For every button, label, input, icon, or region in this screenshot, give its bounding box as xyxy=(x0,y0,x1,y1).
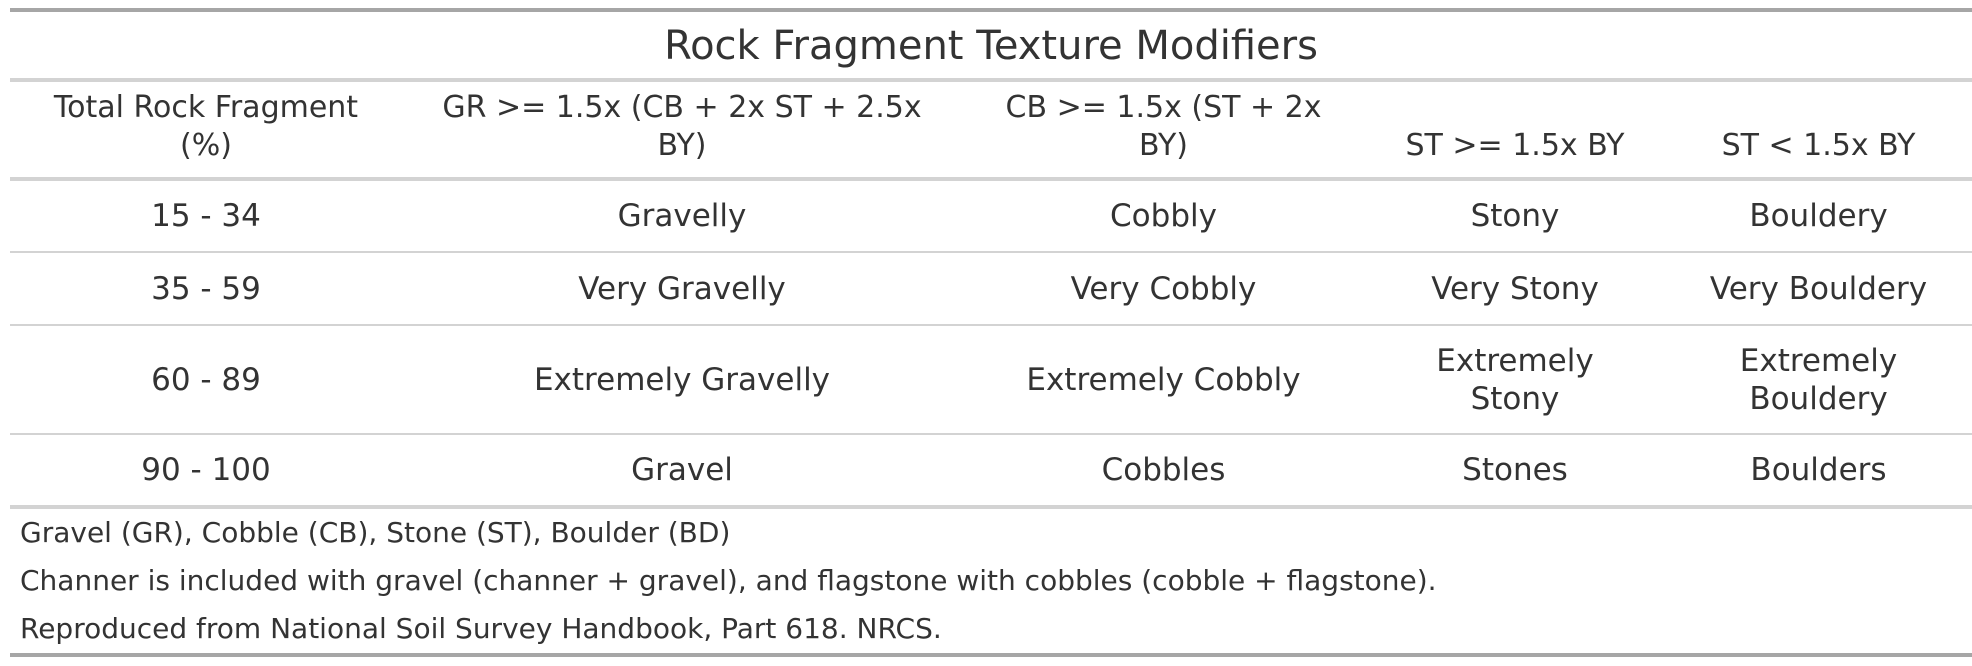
column-header-stone: ST >= 1.5x BY xyxy=(1365,82,1665,177)
column-header-line: ST < 1.5x BY xyxy=(1721,128,1916,163)
cell-cobble: Very Cobbly xyxy=(962,251,1365,325)
footnotes: Gravel (GR), Cobble (CB), Stone (ST), Bo… xyxy=(10,509,1972,653)
column-header-boulder: ST < 1.5x BY xyxy=(1665,82,1972,177)
cell-line: Extremely xyxy=(1739,342,1898,379)
cell-gravel: Gravel xyxy=(402,433,962,505)
cell-stone: Stones xyxy=(1365,433,1665,505)
cell-boulder: Extremely Bouldery xyxy=(1665,324,1972,434)
table-row: 35 - 59 Very Gravelly Very Cobbly Very S… xyxy=(10,251,1972,325)
cell-boulder: Boulders xyxy=(1665,433,1972,505)
footnote: Channer is included with gravel (channer… xyxy=(20,564,1437,597)
cell-line: Stony xyxy=(1470,380,1560,417)
column-header-gravel: GR >= 1.5x (CB + 2x ST + 2.5x BY) xyxy=(402,82,962,177)
cell-range: 35 - 59 xyxy=(10,251,402,325)
column-header-line: BY) xyxy=(657,128,707,163)
texture-modifier-table: Rock Fragment Texture Modifiers Total Ro… xyxy=(10,8,1972,657)
table-row: 90 - 100 Gravel Cobbles Stones Boulders xyxy=(10,433,1972,505)
table-title: Rock Fragment Texture Modifiers xyxy=(664,23,1318,69)
cell-boulder: Bouldery xyxy=(1749,198,1888,234)
bottom-rule xyxy=(10,653,1972,657)
cell-range: 60 - 89 xyxy=(10,324,402,434)
cell-cobble: Cobbly xyxy=(1110,198,1217,234)
cell-cobble: Extremely Cobbly xyxy=(962,324,1365,434)
data-table-body: 15 - 34 Gravelly Cobbly Stony Bouldery 3… xyxy=(10,181,1972,505)
column-header-line: Total Rock Fragment xyxy=(53,90,359,125)
column-header-total-rock-fragment: Total Rock Fragment (%) xyxy=(10,82,402,177)
cell-stone: Stony xyxy=(1470,198,1560,234)
cell-line: Bouldery xyxy=(1749,380,1888,417)
header-rule xyxy=(10,177,1972,181)
column-header-line: GR >= 1.5x (CB + 2x ST + 2.5x xyxy=(442,90,922,125)
column-header-cobble: CB >= 1.5x (ST + 2x BY) xyxy=(962,82,1365,177)
cell-range: 90 - 100 xyxy=(10,433,402,505)
cell-stone: Extremely Stony xyxy=(1365,324,1665,434)
column-header-line: BY) xyxy=(1139,128,1188,163)
column-header-line: CB >= 1.5x (ST + 2x xyxy=(1005,90,1322,125)
table-row: 60 - 89 Extremely Gravelly Extremely Cob… xyxy=(10,324,1972,434)
cell-stone: Very Stony xyxy=(1365,251,1665,325)
header-row: Total Rock Fragment (%) GR >= 1.5x (CB +… xyxy=(10,82,1972,177)
cell-gravel: Very Gravelly xyxy=(402,251,962,325)
cell-boulder: Very Bouldery xyxy=(1665,251,1972,325)
data-table: Total Rock Fragment (%) GR >= 1.5x (CB +… xyxy=(10,82,1972,177)
footnote: Reproduced from National Soil Survey Han… xyxy=(20,612,942,645)
cell-gravel: Extremely Gravelly xyxy=(402,324,962,434)
cell-range: 15 - 34 xyxy=(151,198,261,234)
table-row: 15 - 34 Gravelly Cobbly Stony Bouldery xyxy=(10,181,1972,252)
cell-cobble: Cobbles xyxy=(962,433,1365,505)
body-rule xyxy=(10,505,1972,509)
top-rule xyxy=(10,8,1972,12)
cell-line: Extremely xyxy=(1436,342,1594,379)
footnote: Gravel (GR), Cobble (CB), Stone (ST), Bo… xyxy=(20,516,731,549)
cell-gravel: Gravelly xyxy=(617,198,747,234)
title-rule xyxy=(10,78,1972,82)
column-header-line: (%) xyxy=(180,128,232,163)
column-header-line: ST >= 1.5x BY xyxy=(1405,128,1625,163)
